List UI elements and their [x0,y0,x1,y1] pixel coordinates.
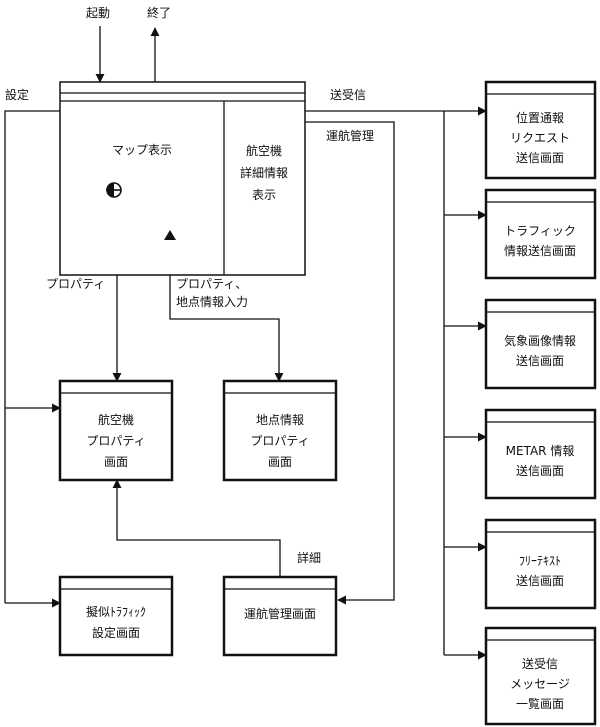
aircraft-property-line-3: 画面 [104,455,128,469]
aircraft-property-line-1: 航空機 [98,412,134,427]
detail-panel-line-1: 航空機 [246,143,282,158]
property-location-label-2: 地点情報入力 [176,295,248,309]
message-list-line-3: 一覧画面 [516,697,564,711]
position-report-line-3: 送信画面 [516,150,564,165]
position-report-line-1: 位置通報 [516,110,564,125]
edge-labels: 起動 終了 設定 送受信 運航管理 プロパティ プロパティ、 地点情報入力 詳細 [5,5,374,565]
traffic-info-screen: トラフィック 情報送信画面 [484,188,597,280]
message-list-screen: 送受信 メッセージ 一覧画面 [484,626,597,726]
free-text-line-2: 送信画面 [516,573,564,588]
main-window: マップ表示 航空機 詳細情報 表示 [59,81,306,276]
message-list-line-2: メッセージ [510,677,570,691]
free-text-line-1: ﾌﾘｰﾃｷｽﾄ [519,554,561,568]
map-label: マップ表示 [112,143,172,157]
metar-line-2: 送信画面 [516,463,564,478]
operation-mgmt-frame [222,575,338,657]
metar-frame [484,408,597,500]
traffic-info-line-2: 情報送信画面 [504,243,576,258]
message-list-frame [484,626,597,726]
settings-bus [4,110,60,603]
connectors [4,26,487,660]
location-property-line-3: 画面 [268,455,292,469]
aircraft-symbol-icon [106,182,122,198]
detail-label: 詳細 [297,550,321,565]
free-text-frame [484,518,597,610]
sim-traffic-line-1: 擬似ﾄﾗﾌｨｯｸ [86,604,146,619]
sim-traffic-frame [58,575,174,657]
metar-line-1: METAR 情報 [506,444,575,458]
message-list-line-1: 送受信 [522,656,558,671]
location-property-frame [222,379,338,482]
weather-image-screen: 気象画像情報 送信画面 [484,298,597,390]
settings-label: 設定 [5,87,29,102]
free-text-screen: ﾌﾘｰﾃｷｽﾄ 送信画面 [484,518,597,610]
weather-image-line-1: 気象画像情報 [504,333,576,348]
detail-panel-line-3: 表示 [252,188,276,202]
detail-panel-line-2: 詳細情報 [240,165,288,180]
end-label: 終了 [147,5,171,20]
property-label: プロパティ [46,277,105,291]
location-property-line-1: 地点情報 [256,413,304,427]
main-window-frame [59,81,306,276]
location-input-arrow [169,248,284,382]
operation-mgmt-line [305,121,395,605]
weather-image-frame [484,298,597,390]
sim-traffic-line-2: 設定画面 [92,625,140,640]
weather-image-line-2: 送信画面 [516,353,564,368]
detail-arrow [112,479,281,577]
position-report-frame [484,80,597,180]
metar-screen: METAR 情報 送信画面 [484,408,597,500]
sim-traffic-screen: 擬似ﾄﾗﾌｨｯｸ 設定画面 [58,575,174,657]
aircraft-property-screen: 航空機 プロパティ 画面 [58,379,174,482]
property-location-label-1: プロパティ、 [176,277,247,291]
operation-mgmt-screen: 運航管理画面 [222,575,338,657]
traffic-info-frame [484,188,597,280]
aircraft-property-line-2: プロパティ [86,434,145,448]
traffic-info-line-1: トラフィック [504,224,576,238]
position-report-screen: 位置通報 リクエスト 送信画面 [484,80,597,180]
send-receive-label: 送受信 [330,87,366,102]
operation-mgmt-label: 運航管理 [326,128,374,143]
operation-mgmt-line-1: 運航管理画面 [244,606,316,621]
location-marker-icon [164,230,176,240]
location-property-screen: 地点情報 プロパティ 画面 [222,379,338,482]
start-label: 起動 [86,6,110,20]
detail-panel-label: 航空機 詳細情報 表示 [240,143,288,202]
location-property-line-2: プロパティ [250,434,309,448]
position-report-line-2: リクエスト [510,131,570,145]
aircraft-property-frame [58,379,174,482]
